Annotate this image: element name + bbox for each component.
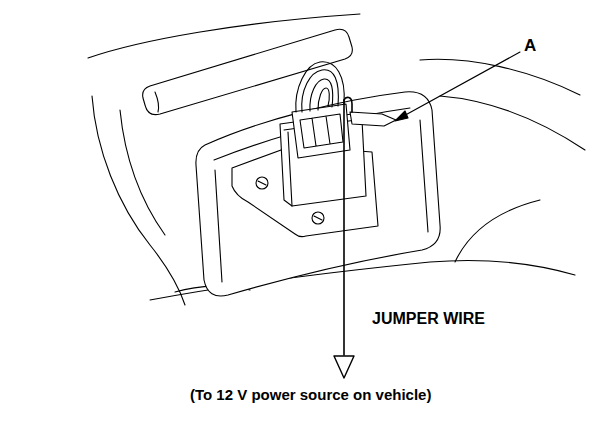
dash-outline: [420, 59, 580, 95]
mounting-screw: [314, 216, 322, 220]
stay-tube: [155, 92, 159, 112]
leader-arrowhead: [395, 111, 408, 121]
connector-wire: [302, 70, 339, 112]
terminal-tab: [350, 112, 396, 126]
mounting-screw: [256, 177, 268, 189]
mounting-screw: [258, 181, 266, 185]
note-label: (To 12 V power source on vehicle): [190, 386, 431, 403]
power-arrow: [334, 356, 354, 378]
connector-housing: [292, 104, 350, 158]
mounting-screw: [312, 212, 324, 224]
dash-outline: [455, 200, 540, 262]
connector-wire: [296, 62, 344, 112]
connector-housing: [300, 114, 343, 148]
dash-outline: [440, 96, 585, 150]
leader-line: [400, 52, 520, 118]
connector-wire: [318, 88, 329, 110]
jumper-wire: [344, 97, 352, 112]
stay-tube: [143, 29, 353, 114]
dash-outline: [92, 96, 185, 305]
connector-wire: [310, 79, 333, 111]
dash-outline: [120, 110, 165, 235]
part-label: JUMPER WIRE: [372, 310, 485, 328]
jumper-wire: [343, 100, 345, 355]
housing-opening: [196, 92, 440, 296]
callout-letter: A: [524, 36, 536, 56]
